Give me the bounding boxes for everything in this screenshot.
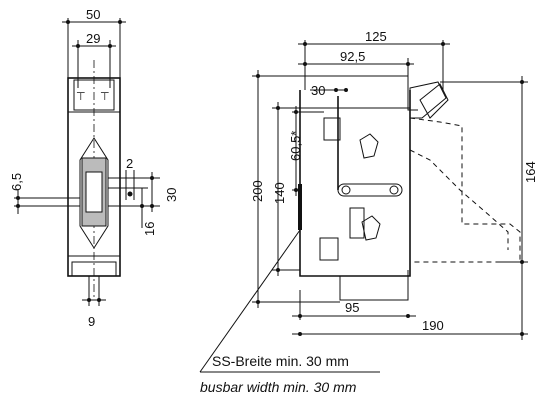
dim-label-2: 2 bbox=[126, 156, 133, 171]
dim-label-6-5: 6,5 bbox=[9, 173, 24, 191]
left-view: 50 29 ⊤ ⊤ 6,5 30 bbox=[9, 7, 179, 329]
dim-label-95: 95 bbox=[345, 300, 359, 315]
dim-label-200: 200 bbox=[250, 180, 265, 202]
dim-label-92-5: 92,5 bbox=[340, 49, 365, 64]
dim-label-29: 29 bbox=[86, 31, 100, 46]
dim-dot bbox=[76, 44, 80, 48]
dim-label-190: 190 bbox=[422, 318, 444, 333]
svg-text:⊤: ⊤ bbox=[76, 91, 86, 103]
dim-label-164: 164 bbox=[523, 161, 535, 183]
main-housing-outline bbox=[299, 90, 411, 277]
dim-label-9: 9 bbox=[88, 314, 95, 329]
dim-label-30-top: 30 bbox=[311, 83, 325, 98]
slot-rail bbox=[337, 183, 403, 197]
dim-dot bbox=[118, 20, 122, 24]
dim-label-16: 16 bbox=[142, 222, 157, 236]
dim-label-140: 140 bbox=[272, 182, 287, 204]
dim-label-50: 50 bbox=[86, 7, 100, 22]
caption-german: SS-Breite min. 30 mm bbox=[212, 353, 349, 369]
dim-label-125: 125 bbox=[365, 29, 387, 44]
svg-text:⊤: ⊤ bbox=[100, 91, 110, 103]
handle-arm bbox=[409, 81, 447, 119]
right-view: 125 92,5 30 bbox=[199, 29, 535, 373]
busbar-leader bbox=[199, 229, 301, 373]
dim-label-30-side: 30 bbox=[164, 188, 179, 202]
lower-contact bbox=[319, 237, 339, 261]
dim-dot bbox=[108, 44, 112, 48]
lower-slot bbox=[361, 215, 381, 241]
lower-foot bbox=[339, 270, 409, 301]
dim-dot bbox=[66, 20, 70, 24]
upper-contact bbox=[323, 117, 341, 141]
caption-english: busbar width min. 30 mm bbox=[200, 379, 357, 395]
upper-slot bbox=[359, 133, 379, 159]
contact-diamond bbox=[79, 137, 109, 249]
swing-envelope bbox=[409, 117, 521, 263]
dim-label-60-5: 60,5* bbox=[288, 131, 303, 161]
